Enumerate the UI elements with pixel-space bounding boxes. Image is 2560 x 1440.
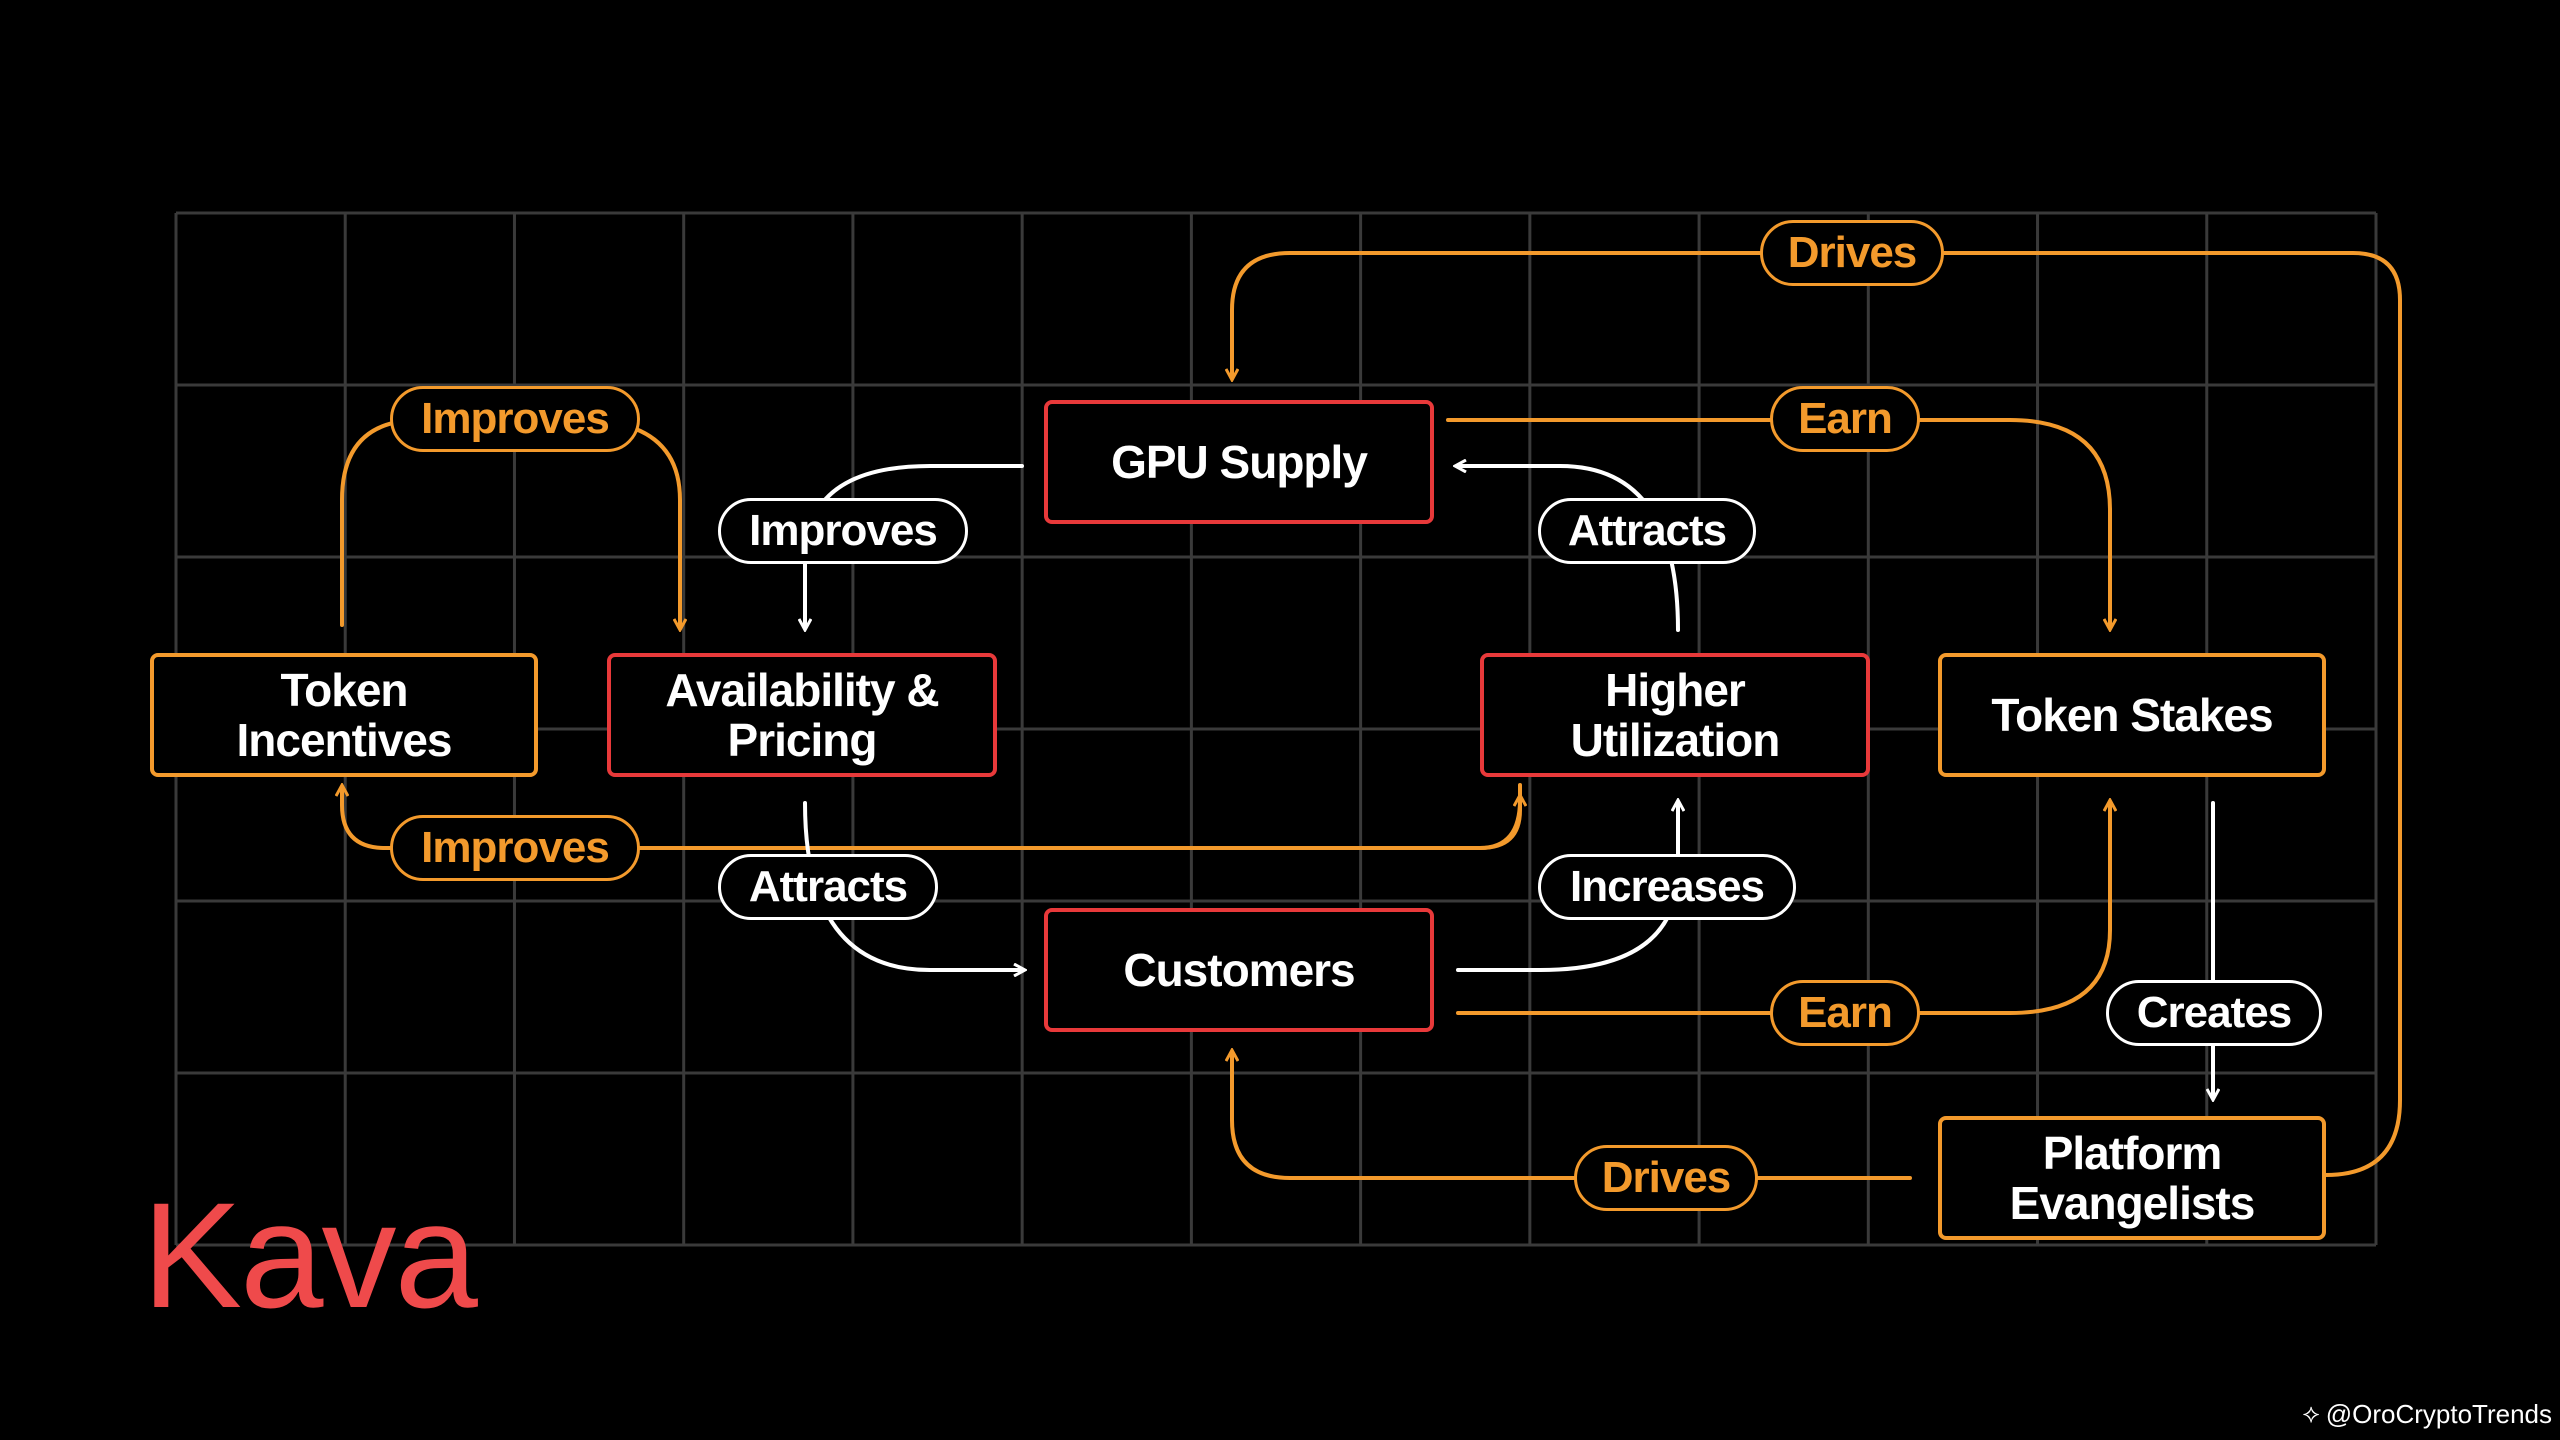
label-improves-top-left: Improves	[390, 386, 640, 452]
node-availability-pricing: Availability &Pricing	[607, 653, 997, 777]
node-customers-label: Customers	[1123, 944, 1355, 996]
label-attracts-top: Attracts	[1538, 498, 1756, 564]
node-gpu-supply-label: GPU Supply	[1111, 436, 1368, 488]
node-token-stakes: Token Stakes	[1938, 653, 2326, 777]
label-attracts-bottom: Attracts	[718, 854, 938, 920]
binance-diamond-icon: ⟡	[2302, 1398, 2320, 1428]
edge-attracts-bottom	[803, 801, 1020, 970]
edge-drives-top	[1232, 251, 2402, 1177]
label-earn-top: Earn	[1770, 386, 1920, 452]
label-improves-bottom-left: Improves	[390, 815, 640, 881]
label-improves-gpu: Improves	[718, 498, 968, 564]
node-customers: Customers	[1044, 908, 1434, 1032]
node-availability-pricing-label: Availability &Pricing	[665, 664, 939, 766]
label-increases: Increases	[1538, 854, 1796, 920]
node-gpu-supply: GPU Supply	[1044, 400, 1434, 524]
edge-earn-top	[1446, 418, 2110, 625]
label-drives-bottom: Drives	[1574, 1145, 1758, 1211]
edge-drives-bottom	[1232, 1055, 1912, 1180]
watermark-credit: ⟡ @OroCryptoTrends	[2303, 1398, 2552, 1430]
credit-text: @OroCryptoTrends	[2325, 1398, 2552, 1429]
node-token-stakes-label: Token Stakes	[1991, 689, 2273, 741]
label-creates: Creates	[2106, 980, 2322, 1046]
label-drives-top: Drives	[1760, 220, 1944, 286]
kava-logo: Kava	[142, 1171, 478, 1339]
edge-earn-bottom	[1456, 805, 2110, 1015]
label-earn-bottom: Earn	[1770, 980, 1920, 1046]
